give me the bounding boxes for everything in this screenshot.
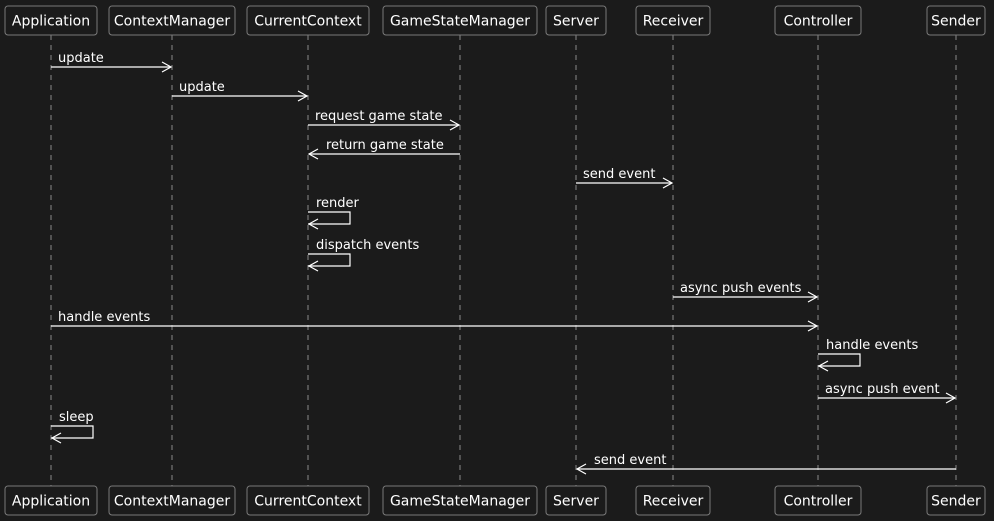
message-5: send event [576, 167, 674, 189]
message-label: async push events [680, 281, 802, 296]
message-6: render [307, 196, 360, 230]
self-message-loop [818, 353, 861, 367]
message-4: return game state [307, 138, 460, 160]
arrowhead [807, 291, 819, 303]
participant-label: ContextManager [114, 14, 230, 30]
participant-server-top: Server [545, 5, 607, 36]
messages: update update request game state return gam… [50, 51, 957, 475]
participant-current-context-bottom: CurrentContext [246, 485, 370, 516]
participant-label: Controller [784, 14, 853, 30]
participant-boxes: ApplicationApplicationContextManagerCont… [4, 5, 986, 516]
participant-label: ContextManager [114, 494, 230, 510]
message-2: update [172, 80, 309, 102]
message-label: send event [583, 167, 655, 182]
message-3: request game state [308, 109, 461, 131]
arrowhead [817, 360, 829, 372]
participant-current-context-top: CurrentContext [246, 5, 370, 36]
participant-label: Receiver [643, 14, 704, 30]
message-9: handle events [51, 310, 819, 332]
participant-server-bottom: Server [545, 485, 607, 516]
participant-label: Sender [931, 14, 981, 30]
message-10: handle events [817, 338, 918, 372]
participant-receiver-bottom: Receiver [635, 485, 711, 516]
arrowhead [945, 392, 957, 404]
arrowhead [50, 432, 62, 444]
participant-label: Sender [931, 494, 981, 510]
participant-game-state-manager-bottom: GameStateManager [382, 485, 538, 516]
message-label: handle events [826, 338, 918, 353]
participant-label: Server [553, 494, 599, 510]
message-label: update [58, 51, 104, 66]
participant-box [635, 5, 711, 36]
arrowhead [307, 218, 319, 230]
message-13: send event [575, 453, 956, 475]
participant-box [545, 5, 607, 36]
participant-label: CurrentContext [254, 494, 362, 510]
participant-controller-top: Controller [774, 5, 862, 36]
message-12: sleep [50, 410, 94, 444]
participant-box [246, 5, 370, 36]
self-message-loop [51, 425, 94, 439]
lifelines [50, 35, 957, 486]
participant-box [774, 5, 862, 36]
message-label: dispatch events [316, 238, 419, 253]
arrowhead [807, 320, 819, 332]
arrowhead [662, 177, 674, 189]
message-label: update [179, 80, 225, 95]
self-message-loop [308, 253, 351, 267]
participant-box [926, 5, 986, 36]
participant-label: Server [553, 14, 599, 30]
arrowhead [307, 260, 319, 272]
participant-sender-bottom: Sender [926, 485, 986, 516]
message-label: sleep [59, 410, 94, 425]
participant-application-bottom: Application [4, 485, 98, 516]
message-1: update [51, 51, 173, 73]
participant-label: GameStateManager [390, 14, 530, 30]
participant-box [246, 485, 370, 516]
message-label: async push event [825, 382, 940, 397]
message-7: dispatch events [307, 238, 419, 272]
participant-receiver-top: Receiver [635, 5, 711, 36]
arrowhead [297, 90, 309, 102]
participant-box [382, 485, 538, 516]
message-label: request game state [315, 109, 443, 124]
arrowhead [161, 61, 173, 73]
arrowhead [575, 463, 587, 475]
participant-context-manager-top: ContextManager [108, 5, 236, 36]
participant-label: GameStateManager [390, 494, 530, 510]
participant-controller-bottom: Controller [774, 485, 862, 516]
arrowhead [307, 148, 319, 160]
participant-label: CurrentContext [254, 14, 362, 30]
message-label: render [316, 196, 360, 211]
participant-box [926, 485, 986, 516]
participant-box [382, 5, 538, 36]
participant-game-state-manager-top: GameStateManager [382, 5, 538, 36]
participant-box [774, 485, 862, 516]
participant-label: Application [12, 494, 90, 510]
message-8: async push events [673, 281, 819, 303]
arrowhead [449, 119, 461, 131]
participant-box [108, 5, 236, 36]
participant-label: Receiver [643, 494, 704, 510]
message-label: handle events [58, 310, 150, 325]
message-11: async push event [818, 382, 957, 404]
self-message-loop [308, 211, 351, 225]
participant-box [545, 485, 607, 516]
participant-sender-top: Sender [926, 5, 986, 36]
participant-label: Controller [784, 494, 853, 510]
participant-label: Application [12, 14, 90, 30]
participant-context-manager-bottom: ContextManager [108, 485, 236, 516]
message-label: send event [594, 453, 666, 468]
participant-box [635, 485, 711, 516]
participant-application-top: Application [4, 5, 98, 36]
participant-box [108, 485, 236, 516]
message-label: return game state [326, 138, 444, 153]
participant-box [4, 485, 98, 516]
participant-box [4, 5, 98, 36]
